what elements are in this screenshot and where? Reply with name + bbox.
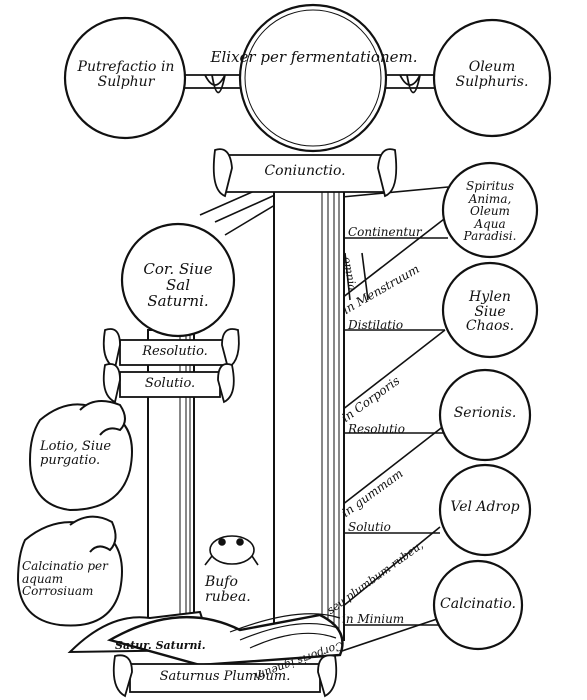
label-continentur: Continentur bbox=[348, 225, 422, 239]
top-ornaments bbox=[185, 74, 434, 94]
label-bufo: Bufo rubea. bbox=[205, 574, 251, 605]
column-bases bbox=[67, 610, 344, 667]
label-satur: Satur. Saturni. bbox=[115, 639, 206, 652]
circle-elixir-text: Elixer per fermentationem. bbox=[210, 48, 418, 66]
circles bbox=[63, 3, 552, 651]
label-lotio: Lotio, Siue purgatio. bbox=[40, 439, 112, 468]
label-solutio: Solutio bbox=[348, 520, 391, 534]
leaf-cartouches bbox=[16, 400, 133, 627]
label-distilatio: Distilatio bbox=[348, 318, 404, 332]
toad-figure bbox=[204, 535, 259, 566]
circle-hylen-text: Hylen Siue Chaos. bbox=[465, 289, 515, 335]
circle-cor-text: Cor. Siue Sal Saturni. bbox=[143, 260, 213, 310]
central-column bbox=[273, 159, 345, 641]
circle-oleum-text: Oleum Sulphuris. bbox=[455, 59, 529, 90]
circle-calcinatio-text: Calcinatio. bbox=[440, 596, 516, 612]
scroll-resolutio: Resolutio. bbox=[142, 344, 208, 359]
label-resolutio: Resolutio bbox=[348, 422, 405, 436]
scroll-saturnus: Saturnus Plumbum. bbox=[159, 669, 291, 684]
circle-putrefactio-text: Putrefactio in Sulphur bbox=[77, 59, 175, 90]
label-minium: in Minium bbox=[342, 612, 405, 626]
circle-adrop-text: Vel Adrop bbox=[450, 499, 520, 515]
label-calcinatio-aqua: Calcinatio per aquam Corrosiuam bbox=[22, 559, 108, 599]
circle-serionis-text: Serionis. bbox=[453, 405, 517, 421]
scroll-coniunctio: Coniunctio. bbox=[264, 163, 346, 179]
circle-spiritus-text: Spiritus Anima, Oleum Aqua Paradisi. bbox=[463, 179, 517, 244]
banners bbox=[102, 148, 398, 698]
scroll-solutio: Solutio. bbox=[144, 376, 196, 391]
